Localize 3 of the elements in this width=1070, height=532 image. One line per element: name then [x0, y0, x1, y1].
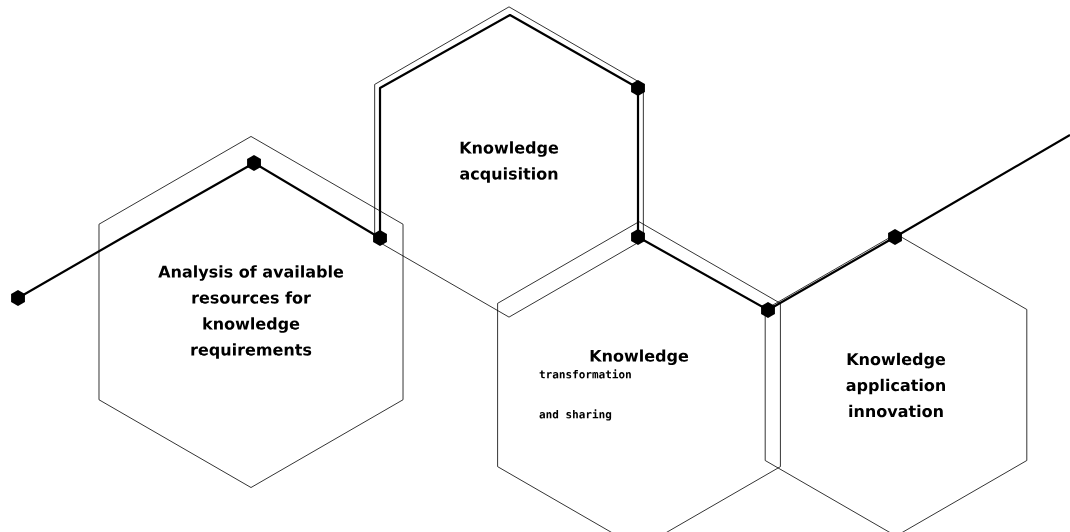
- hexagon-box: Knowledge acquisition: [374, 6, 644, 318]
- hexagon-box: Analysis of available resources for knowledge requirements: [98, 136, 404, 488]
- hexagon-box: Knowledge transformation and sharing: [497, 221, 781, 532]
